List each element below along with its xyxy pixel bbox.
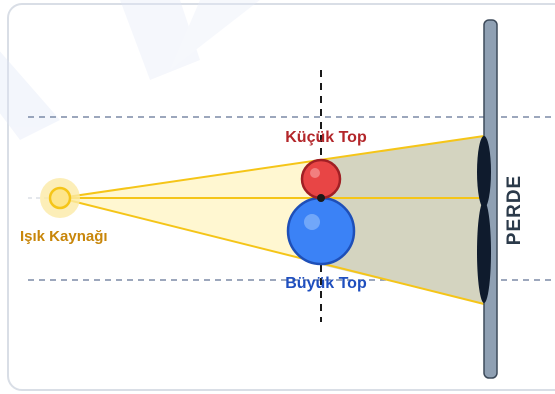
beam-upper-edge: [59, 135, 485, 199]
background-decoration: [0, 0, 260, 140]
screen-label: PERDE: [504, 175, 525, 245]
light-source-icon: [48, 186, 72, 210]
beam-lower-edge: [59, 197, 485, 305]
small-ball-highlight: [310, 168, 320, 178]
big-ball-highlight: [304, 214, 320, 230]
big-ball-label: Büyük Top: [285, 275, 367, 292]
light-source-label: Işık Kaynağı: [20, 228, 108, 245]
screen-shadow-upper: [477, 136, 491, 208]
ball-contact-point: [317, 194, 325, 202]
small-ball-label: Küçük Top: [285, 129, 367, 146]
small-ball: [300, 158, 342, 200]
screen-shadow-lower: [477, 201, 491, 303]
big-ball: [286, 196, 356, 266]
shadow-region: [321, 136, 484, 304]
